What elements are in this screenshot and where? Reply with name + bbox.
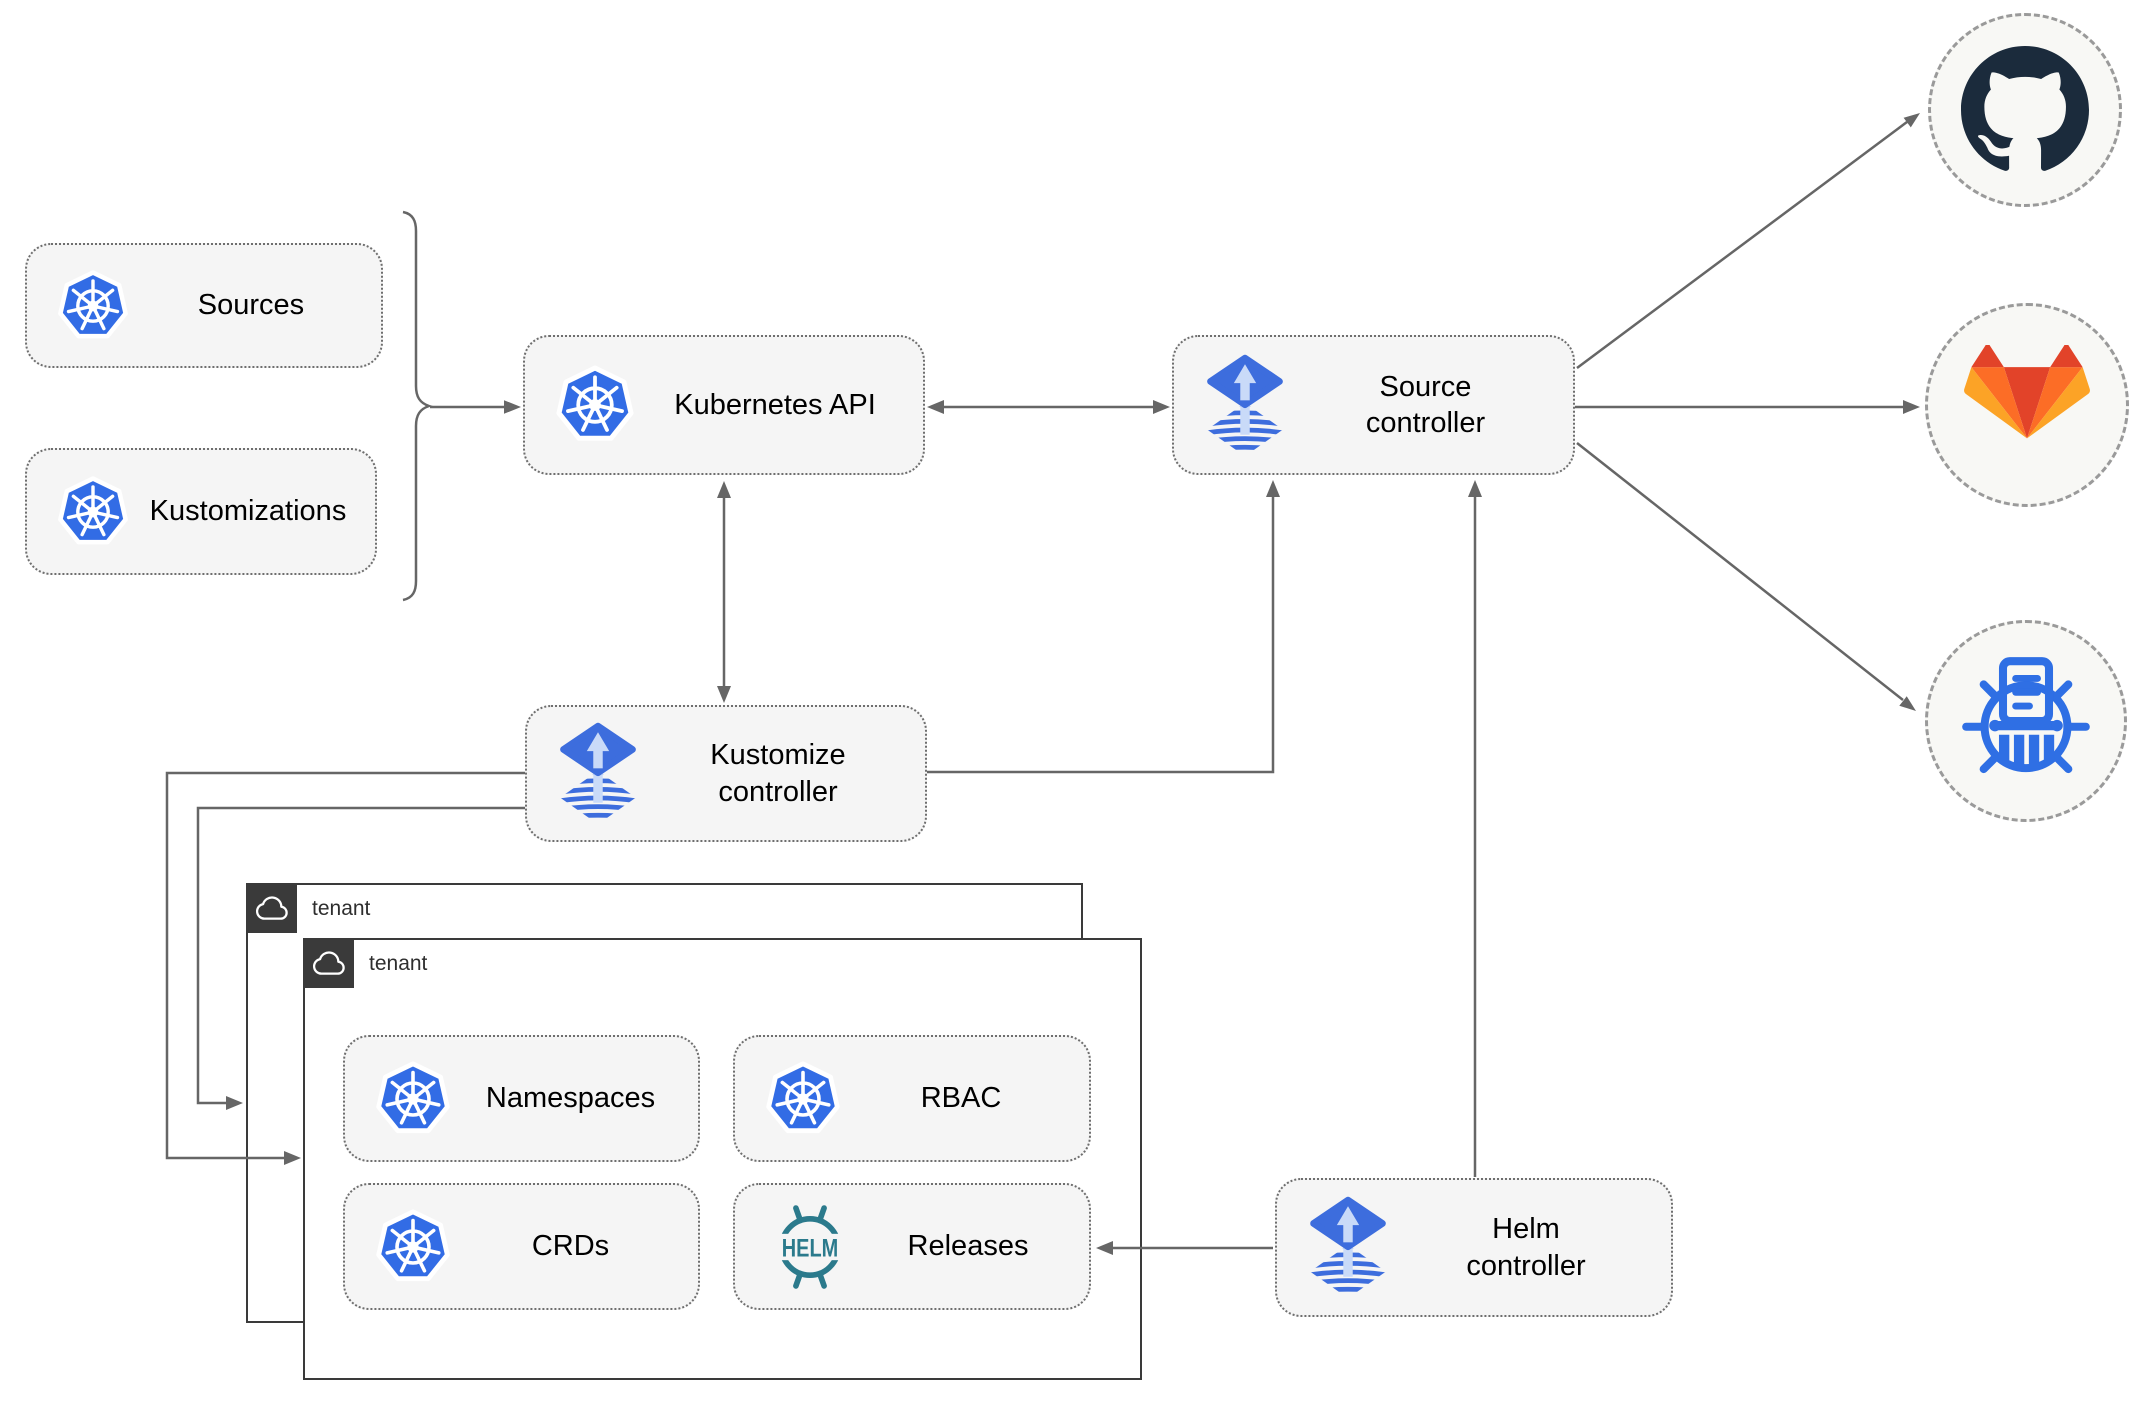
tenant-header xyxy=(246,883,297,933)
tenant-label: tenant xyxy=(369,952,428,975)
tenant-label: tenant xyxy=(312,897,371,920)
node-sources: Sources xyxy=(25,243,383,368)
node-kustomizations: Kustomizations xyxy=(25,448,377,575)
github-icon xyxy=(1961,46,2089,174)
cloud-icon xyxy=(311,947,347,979)
node-kubernetes-api: Kubernetes API xyxy=(523,335,925,475)
node-label: RBAC xyxy=(920,1082,1002,1115)
node-namespaces: Namespaces xyxy=(343,1035,700,1162)
kubernetes-icon xyxy=(55,268,131,344)
node-label: Helm controller xyxy=(1466,1213,1586,1282)
remote-chartmuseum xyxy=(1925,620,2127,822)
kubernetes-icon xyxy=(373,1059,453,1139)
tenant-header xyxy=(303,938,354,988)
flux-icon xyxy=(1202,353,1288,458)
node-label: Namespaces xyxy=(485,1082,656,1115)
gitlab-icon xyxy=(1964,345,2090,465)
node-label: Source controller xyxy=(1365,370,1486,439)
node-label: Kubernetes API xyxy=(674,388,876,421)
node-label: Kustomize controller xyxy=(710,739,846,808)
remote-gitlab xyxy=(1925,303,2129,507)
kubernetes-icon xyxy=(373,1207,453,1287)
node-kustomize-controller: Kustomize controller xyxy=(525,705,927,842)
kubernetes-icon xyxy=(55,474,131,550)
kubernetes-icon xyxy=(553,363,637,447)
remote-github xyxy=(1928,13,2122,207)
edge-source-github xyxy=(1576,120,1908,370)
node-label: Releases xyxy=(907,1230,1029,1263)
node-label: Sources xyxy=(197,289,305,322)
flux-icon xyxy=(1305,1195,1391,1300)
node-helm-controller: Helm controller xyxy=(1275,1178,1673,1317)
kubernetes-icon xyxy=(763,1059,843,1139)
node-source-controller: Source controller xyxy=(1172,335,1575,475)
cloud-icon xyxy=(254,892,290,924)
node-label: Kustomizations xyxy=(149,495,347,528)
edge-kustomize-source xyxy=(927,494,1275,774)
node-releases: Releases xyxy=(733,1183,1091,1310)
flux-icon xyxy=(555,721,641,826)
edge-source-chartmuseum xyxy=(1576,442,1904,701)
node-label: CRDs xyxy=(531,1230,610,1263)
chartmuseum-icon xyxy=(1957,652,2095,790)
bracket-group xyxy=(402,210,433,602)
helm-icon xyxy=(763,1200,857,1294)
node-crds: CRDs xyxy=(343,1183,700,1310)
node-rbac: RBAC xyxy=(733,1035,1091,1162)
